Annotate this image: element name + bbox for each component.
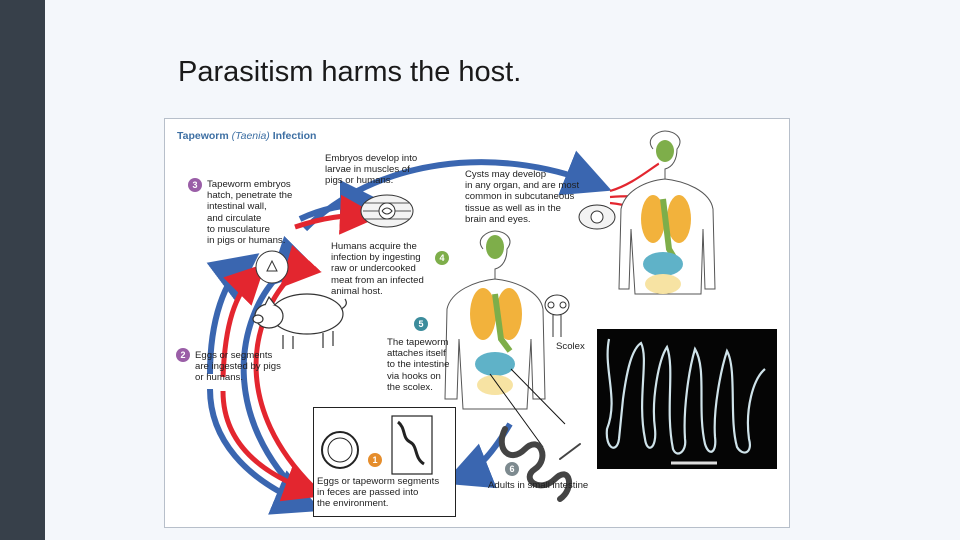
step-6-number: 6 <box>505 462 519 476</box>
step-5-number: 5 <box>414 317 428 331</box>
bottom-left-red-arc <box>220 390 325 502</box>
pig-illustration <box>252 293 347 349</box>
step-4-number: 4 <box>435 251 449 265</box>
tapeworm-photo <box>597 329 777 469</box>
left-red-arc <box>253 245 322 489</box>
step-6-caption: Adults in small intestine <box>488 480 589 491</box>
human-figure-middle <box>444 230 546 410</box>
step-2-number: 2 <box>176 348 190 362</box>
step-1-number: 1 <box>368 453 382 467</box>
pointer-line-6 <box>489 373 544 448</box>
step-5-caption: The tapeworm attaches itself to the inte… <box>387 337 450 393</box>
step-4-caption: Humans acquire the infection by ingestin… <box>331 241 424 297</box>
eggs-segment-illustration <box>321 415 433 475</box>
upper-left-red-arc <box>220 263 266 378</box>
cyst-icon <box>578 204 616 230</box>
adult-tapeworm-illustration <box>498 426 581 502</box>
tapeworm-photo-drawing <box>605 338 766 465</box>
tapeworm-lifecycle-figure: Tapeworm (Taenia) Infection <box>164 118 790 528</box>
slide-sidebar-bar <box>0 0 45 540</box>
embryo-icon <box>255 250 289 284</box>
figure-title: Tapeworm (Taenia) Infection <box>177 130 317 142</box>
eggs-inset <box>313 407 456 517</box>
embryos-caption: Embryos develop into larvae in muscles o… <box>325 153 418 187</box>
lifecycle-diagram <box>206 130 716 515</box>
muscle-larva-icon <box>360 194 414 228</box>
scolex-label: Scolex <box>556 341 585 352</box>
cysts-caption: Cysts may develop in any organ, and are … <box>465 169 580 225</box>
scolex-illustration <box>544 294 570 337</box>
pointer-line-5 <box>510 368 566 425</box>
left-to-muscle-red-arrow <box>294 194 380 235</box>
slide-title: Parasitism harms the host. <box>178 56 522 88</box>
step-1-caption: Eggs or tapeworm segments in feces are p… <box>317 476 440 510</box>
human-figure-top <box>618 130 716 295</box>
step-3-number: 3 <box>188 178 202 192</box>
step-2-caption: Eggs or segments are ingested by pigs or… <box>195 350 281 384</box>
step-3-caption: Tapeworm embryos hatch, penetrate the in… <box>207 179 293 247</box>
